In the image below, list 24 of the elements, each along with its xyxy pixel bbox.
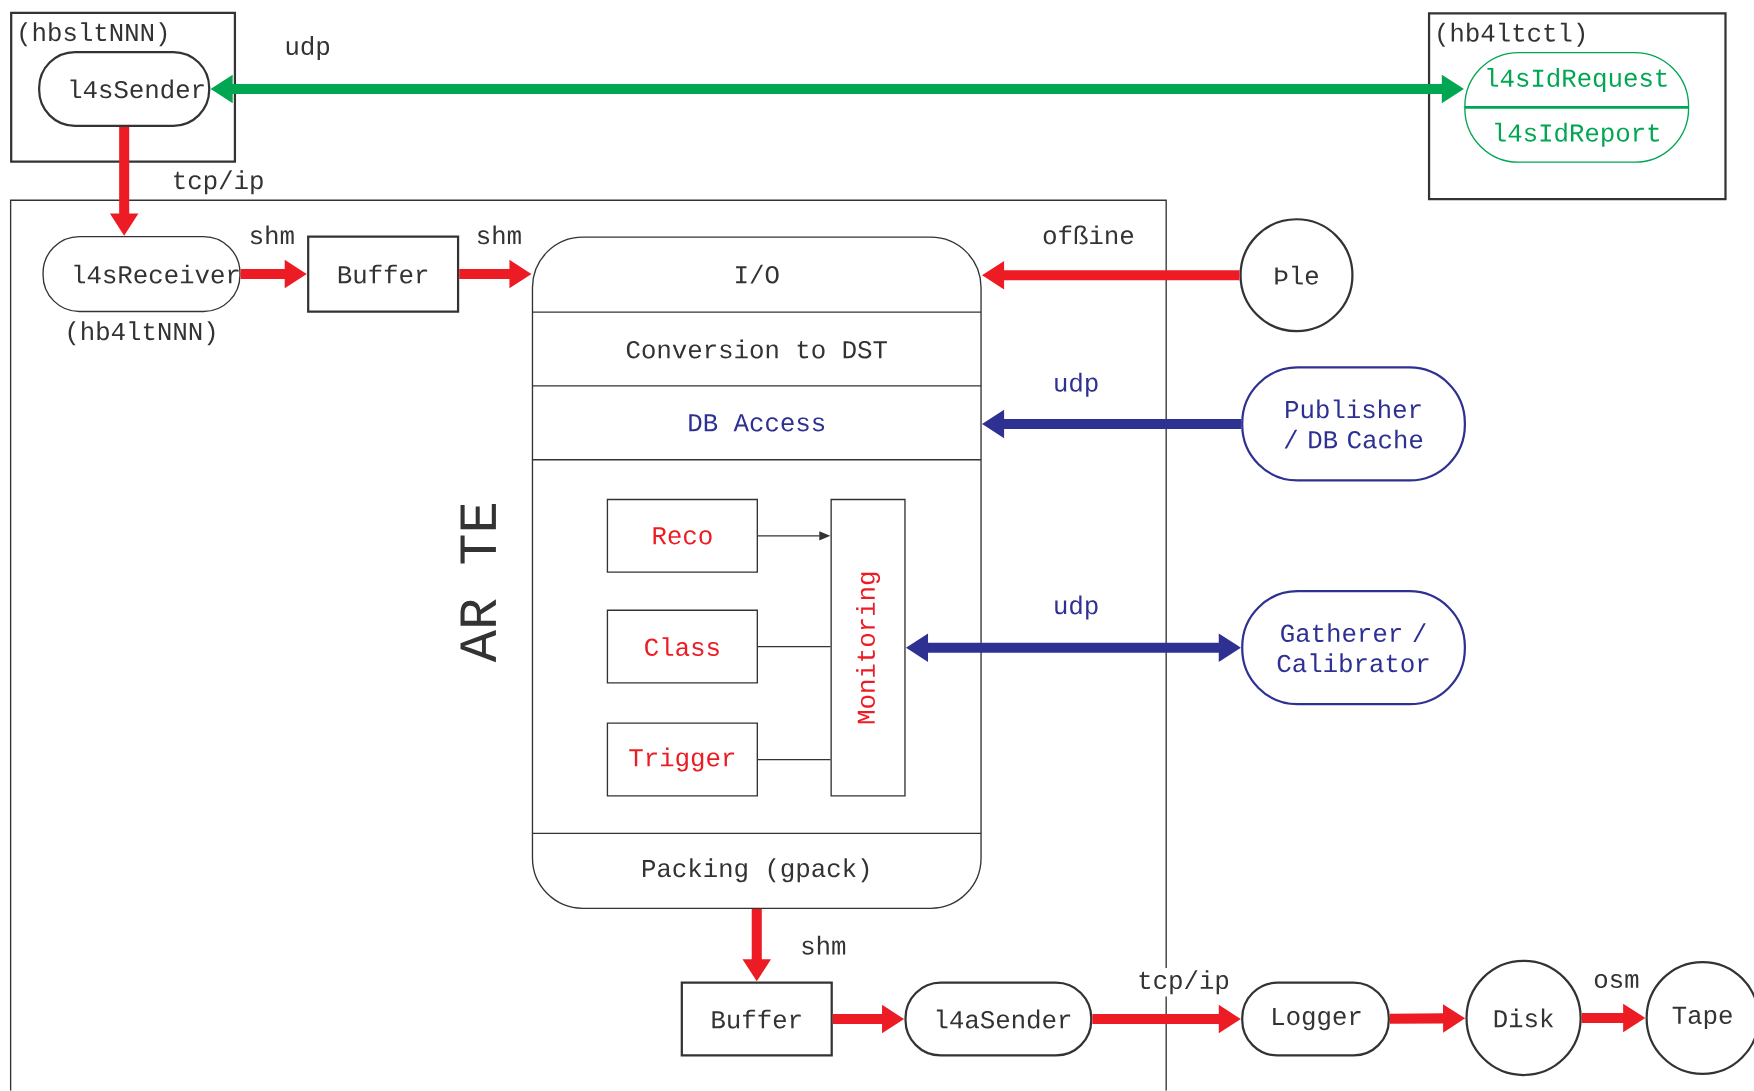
edge-label: shm — [473, 223, 525, 247]
process-box: Monitoring — [830, 498, 906, 797]
process-box: l4aSender — [904, 981, 1093, 1057]
process-box: Publisher / DB Cache — [1241, 366, 1466, 482]
process-box: Class — [606, 609, 758, 684]
edge-label: ofßine — [1039, 223, 1137, 247]
edge-label: udp — [1050, 593, 1102, 622]
edge-label: shm — [246, 223, 298, 247]
edge-label: tcp/ip — [169, 168, 267, 197]
buffer-box: Buffer — [307, 235, 460, 313]
process-box: Trigger — [606, 722, 758, 797]
process-box: Gatherer / Calibrator — [1241, 590, 1466, 706]
edge-label: tcp/ip — [1134, 968, 1233, 997]
process-box: Reco — [606, 498, 758, 573]
edge-label: osm — [1591, 971, 1642, 991]
node-caption: (hb4ltNNN) — [68, 321, 215, 346]
edge-label: udp — [282, 34, 333, 63]
edge-label: shm — [797, 933, 849, 958]
process-box: Logger — [1241, 981, 1390, 1057]
edge-label: udp — [1050, 370, 1102, 400]
buffer-box: Buffer — [680, 981, 833, 1057]
split-process-box: l4sIdRequest l4sIdReport — [1464, 52, 1690, 164]
process-box: l4sSender — [38, 51, 211, 128]
process-box: l4sReceiver — [42, 236, 241, 313]
